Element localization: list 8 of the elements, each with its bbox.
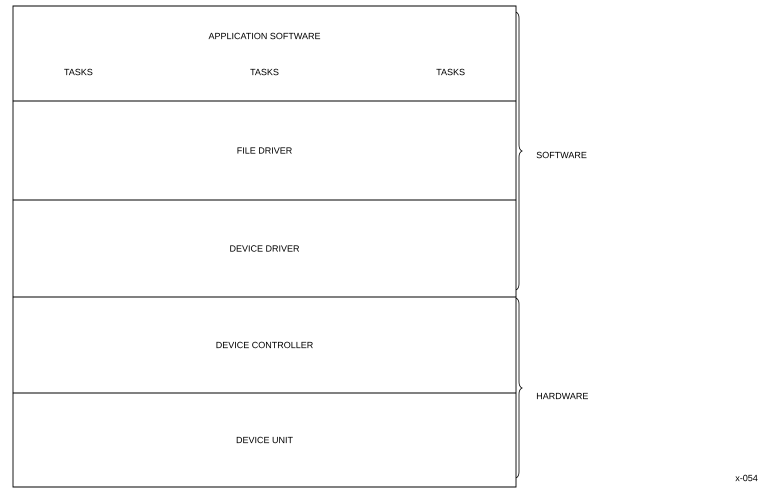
- figure-number: x-054: [735, 474, 758, 482]
- layer-box: DEVICE DRIVER: [12, 200, 516, 298]
- brace-label: SOFTWARE: [536, 152, 586, 158]
- layer-box: FILE DRIVER: [12, 100, 516, 200]
- layer-box: DEVICE UNIT: [12, 392, 516, 488]
- layer-box: DEVICE CONTROLLER: [12, 296, 516, 394]
- brace-label: HARDWARE: [536, 392, 588, 400]
- layer-box: APPLICATION SOFTWARE TASKS TASKS TASKS: [12, 6, 516, 102]
